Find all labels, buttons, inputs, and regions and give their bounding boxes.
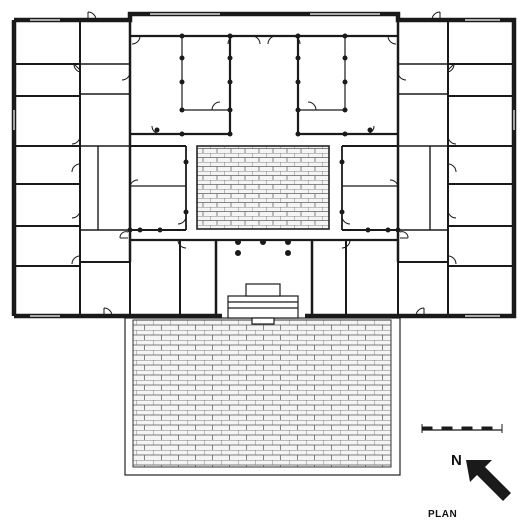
- scale-bar: [421, 424, 503, 433]
- door-swings: [71, 11, 457, 317]
- windows: [13, 13, 515, 317]
- forecourt-paving: [124, 317, 401, 476]
- courtyard-paving: [196, 145, 330, 230]
- north-label: N: [451, 452, 462, 469]
- columns: [127, 33, 401, 256]
- interior-walls: [14, 20, 514, 316]
- north-arrow-icon: [466, 460, 511, 501]
- entrance-steps: [227, 283, 299, 325]
- plan-title: PLAN: [428, 509, 458, 520]
